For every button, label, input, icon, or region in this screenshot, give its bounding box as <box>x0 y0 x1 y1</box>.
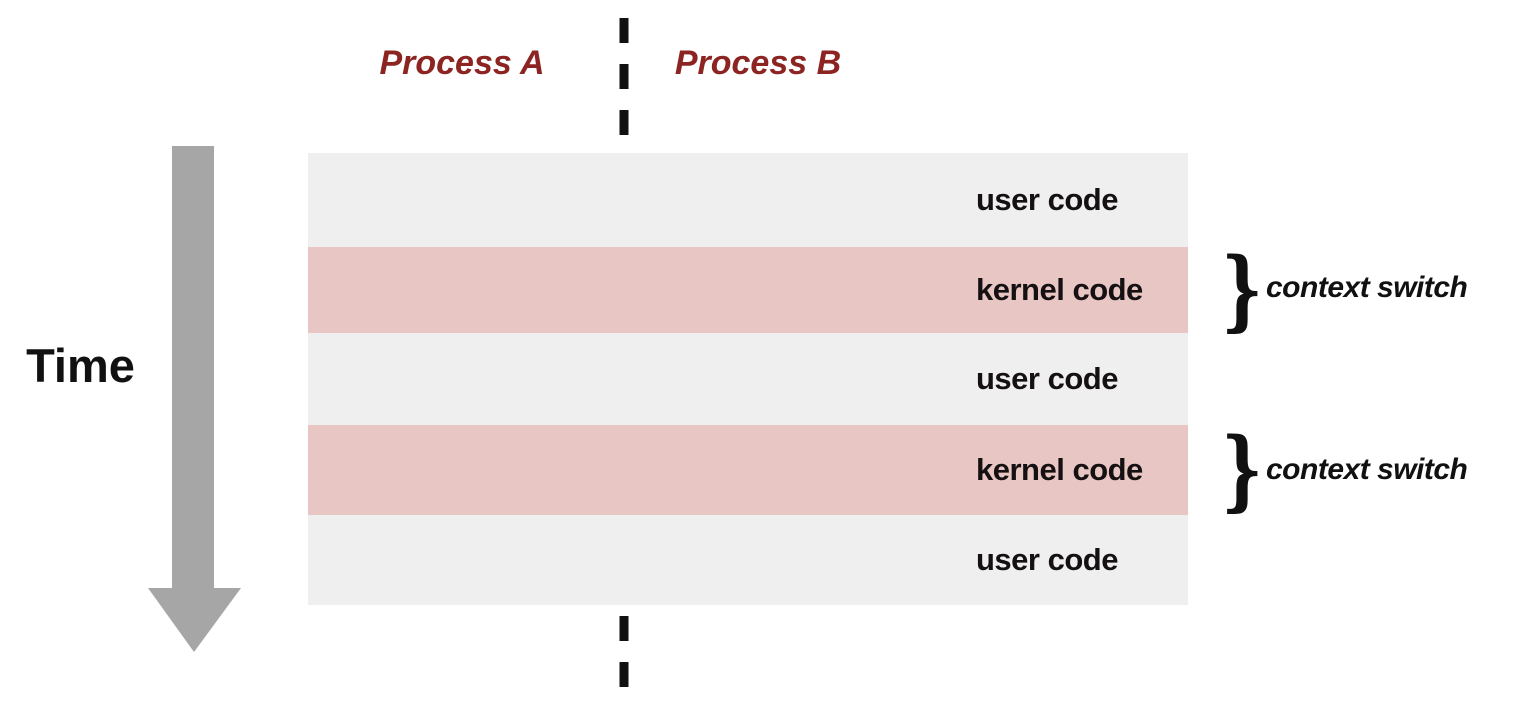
band-user-code-2: user code <box>308 333 1188 425</box>
band-label: user code <box>976 182 1118 217</box>
context-switch-label-1: context switch <box>1266 271 1468 304</box>
process-a-label: Process A <box>379 44 545 82</box>
band-kernel-code-2: kernel code <box>308 425 1188 515</box>
band-user-code-1: user code <box>308 153 1188 247</box>
band-user-code-3: user code <box>308 515 1188 605</box>
band-label: kernel code <box>976 272 1143 307</box>
band-label: user code <box>976 542 1118 577</box>
time-arrow <box>148 146 241 652</box>
time-axis-label: Time <box>26 339 135 392</box>
band-kernel-code-1: kernel code <box>308 247 1188 333</box>
band-label: user code <box>976 361 1118 396</box>
context-switch-label-2: context switch <box>1266 453 1468 486</box>
context-switch-brace-1: } <box>1221 237 1263 341</box>
process-b-label: Process B <box>674 44 842 82</box>
context-switch-brace-2: } <box>1221 417 1263 521</box>
band-label: kernel code <box>976 452 1143 487</box>
